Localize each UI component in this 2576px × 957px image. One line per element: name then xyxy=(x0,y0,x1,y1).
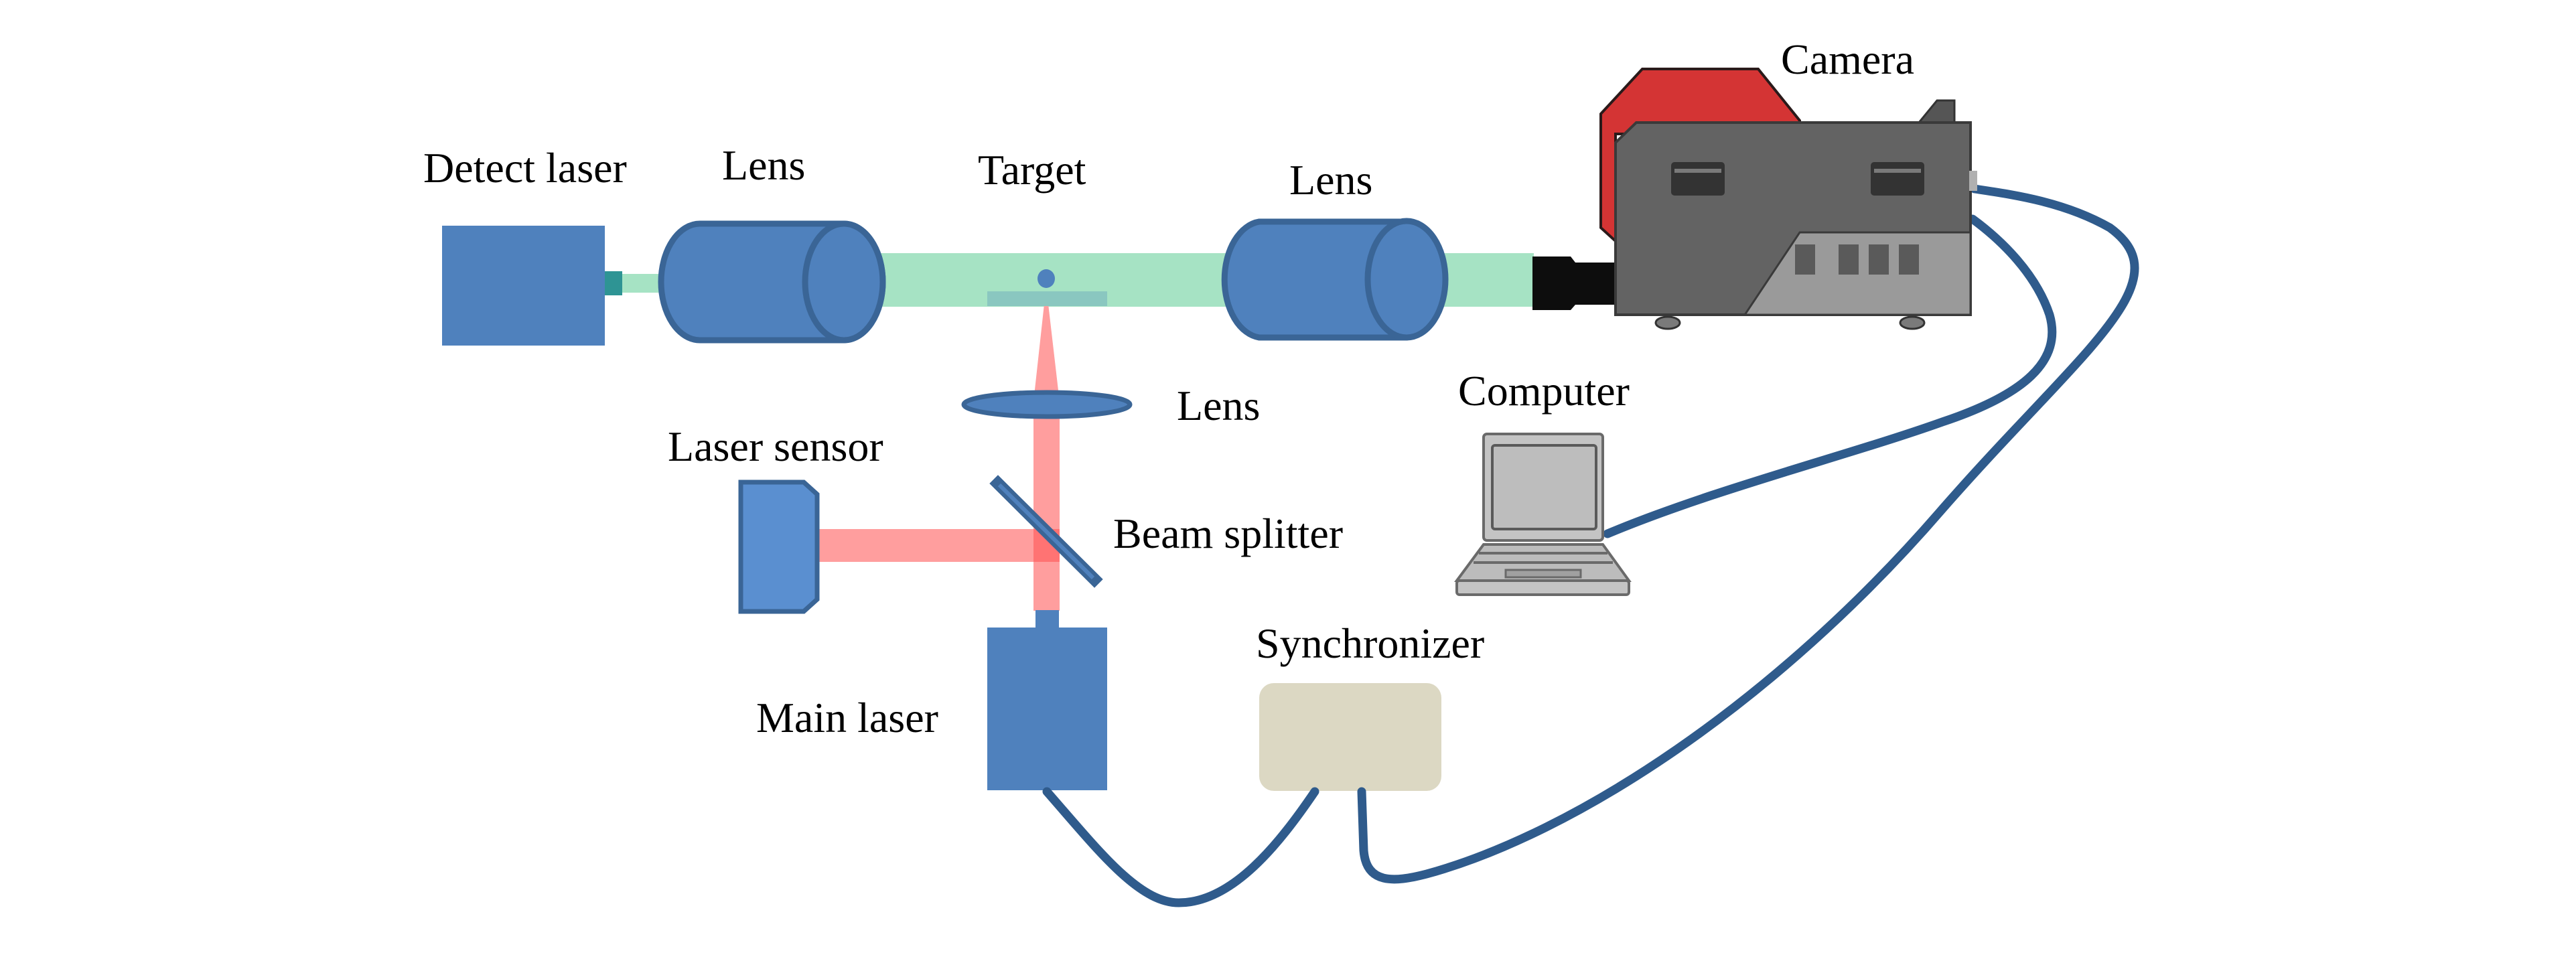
target-plate xyxy=(987,291,1107,306)
laptop-screen xyxy=(1491,444,1597,530)
camera-foot xyxy=(1654,315,1681,330)
laser-box-icon xyxy=(442,226,605,346)
camera-lens-mount xyxy=(1532,256,1616,310)
camera-window-left-bar xyxy=(1674,169,1721,173)
probe-beam-to-camera xyxy=(1433,253,1534,307)
cable-main-laser-synchronizer xyxy=(1042,787,1319,907)
pump-beam-cone xyxy=(1033,298,1060,402)
beam-splitter-highlight xyxy=(997,483,1095,580)
cable-computer-camera xyxy=(1603,214,2057,538)
lens-2 xyxy=(1221,218,1449,341)
camera-connector xyxy=(1969,171,1977,191)
label-detect-laser: Detect laser xyxy=(423,144,627,192)
cables xyxy=(1042,184,2139,907)
label-camera: Camera xyxy=(1781,35,1914,83)
label-main-laser: Main laser xyxy=(756,694,938,741)
label-synchronizer: Synchronizer xyxy=(1256,619,1484,667)
cable-synchronizer-camera xyxy=(1357,184,2139,884)
camera-icon xyxy=(1532,68,1977,330)
detect-laser xyxy=(442,226,622,346)
sensor-icon xyxy=(738,480,820,614)
lens-1 xyxy=(658,220,886,344)
label-lens-2: Lens xyxy=(1289,156,1372,204)
laptop-trackpad xyxy=(1504,569,1582,579)
label-computer: Computer xyxy=(1458,367,1630,415)
label-beam-splitter: Beam splitter xyxy=(1113,510,1343,557)
laptop-base xyxy=(1455,579,1630,596)
ellipse-lens-icon xyxy=(961,390,1133,419)
laser-aperture xyxy=(605,271,622,295)
pump-beam-lower xyxy=(1033,409,1060,611)
camera-window-right-bar xyxy=(1874,169,1921,173)
laser-nozzle xyxy=(1035,610,1059,628)
reference-beam xyxy=(819,529,1033,562)
label-focus-lens: Lens xyxy=(1177,382,1260,429)
lens-face xyxy=(802,220,886,344)
label-target: Target xyxy=(978,146,1086,194)
label-laser-sensor: Laser sensor xyxy=(668,423,883,470)
camera-foot xyxy=(1899,315,1926,330)
laptop-icon xyxy=(1454,433,1632,596)
camera-vents xyxy=(1795,244,1919,275)
lens-face xyxy=(1364,218,1449,341)
droplet-icon xyxy=(1037,269,1055,288)
synchronizer-box xyxy=(1259,683,1441,791)
camera-fin xyxy=(1916,99,1956,124)
camera-window-left xyxy=(1671,162,1725,196)
main-laser xyxy=(987,610,1107,790)
laser-box-icon xyxy=(987,628,1107,790)
camera-window-right xyxy=(1871,162,1924,196)
label-lens-1: Lens xyxy=(722,141,805,189)
target xyxy=(987,269,1107,306)
